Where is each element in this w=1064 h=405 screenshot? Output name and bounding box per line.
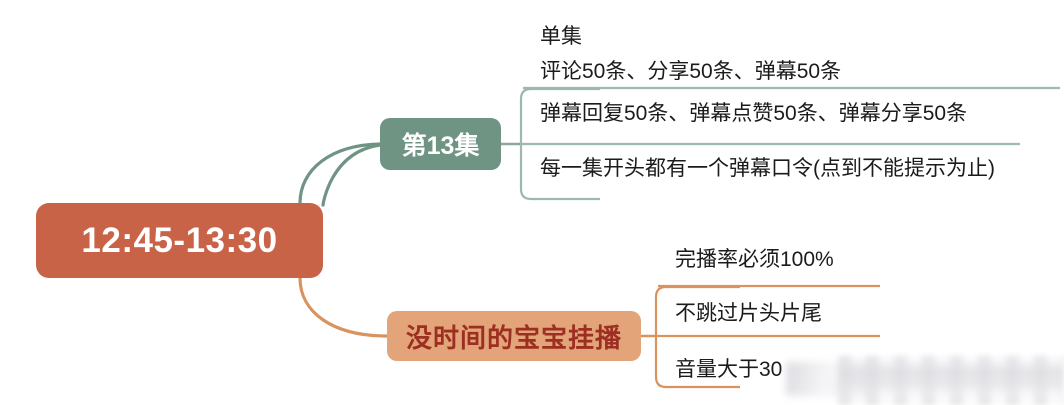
leaf-volume[interactable]: 音量大于30 <box>658 353 782 387</box>
root-node[interactable]: 12:45-13:30 <box>36 203 323 278</box>
link-root-to-episode-13-upper <box>298 142 382 205</box>
leaf-volume-line1: 音量大于30 <box>675 358 783 381</box>
leaf-completion-rate[interactable]: 完播率必须100% <box>658 243 834 277</box>
branch-node-episode-13[interactable]: 第13集 <box>380 118 501 170</box>
link-root-to-episode-13 <box>321 143 382 207</box>
blurred-watermark <box>838 356 1064 405</box>
leaf-single-episode-line1: 单集 <box>540 25 582 48</box>
leaf-danmaku-actions[interactable]: 弹幕回复50条、弹幕点赞50条、弹幕分享50条 <box>523 97 967 131</box>
leaf-danmaku-actions-line1: 弹幕回复50条、弹幕点赞50条、弹幕分享50条 <box>540 102 968 125</box>
branch-node-episode-13-label: 第13集 <box>401 132 480 160</box>
branch-node-idle-play-label: 没时间的宝宝挂播 <box>405 322 622 353</box>
leaf-single-episode-line2: 评论50条、分享50条、弹幕50条 <box>540 60 842 83</box>
branch-node-idle-play[interactable]: 没时间的宝宝挂播 <box>387 311 641 361</box>
link-root-to-idle-play <box>298 276 389 338</box>
root-node-label: 12:45-13:30 <box>81 220 278 260</box>
leaf-completion-rate-line1: 完播率必须100% <box>675 248 834 271</box>
leaf-danmaku-password-line1: 每一集开头都有一个弹幕口令(点到不能提示为止) <box>540 157 995 180</box>
leaf-danmaku-password[interactable]: 每一集开头都有一个弹幕口令(点到不能提示为止) <box>523 152 995 186</box>
leaf-no-skip-line1: 不跳过片头片尾 <box>675 302 822 325</box>
leaf-no-skip[interactable]: 不跳过片头片尾 <box>658 297 822 331</box>
blurred-watermark-left <box>786 362 876 396</box>
leaf-single-episode[interactable]: 单集 评论50条、分享50条、弹幕50条 <box>523 19 841 89</box>
